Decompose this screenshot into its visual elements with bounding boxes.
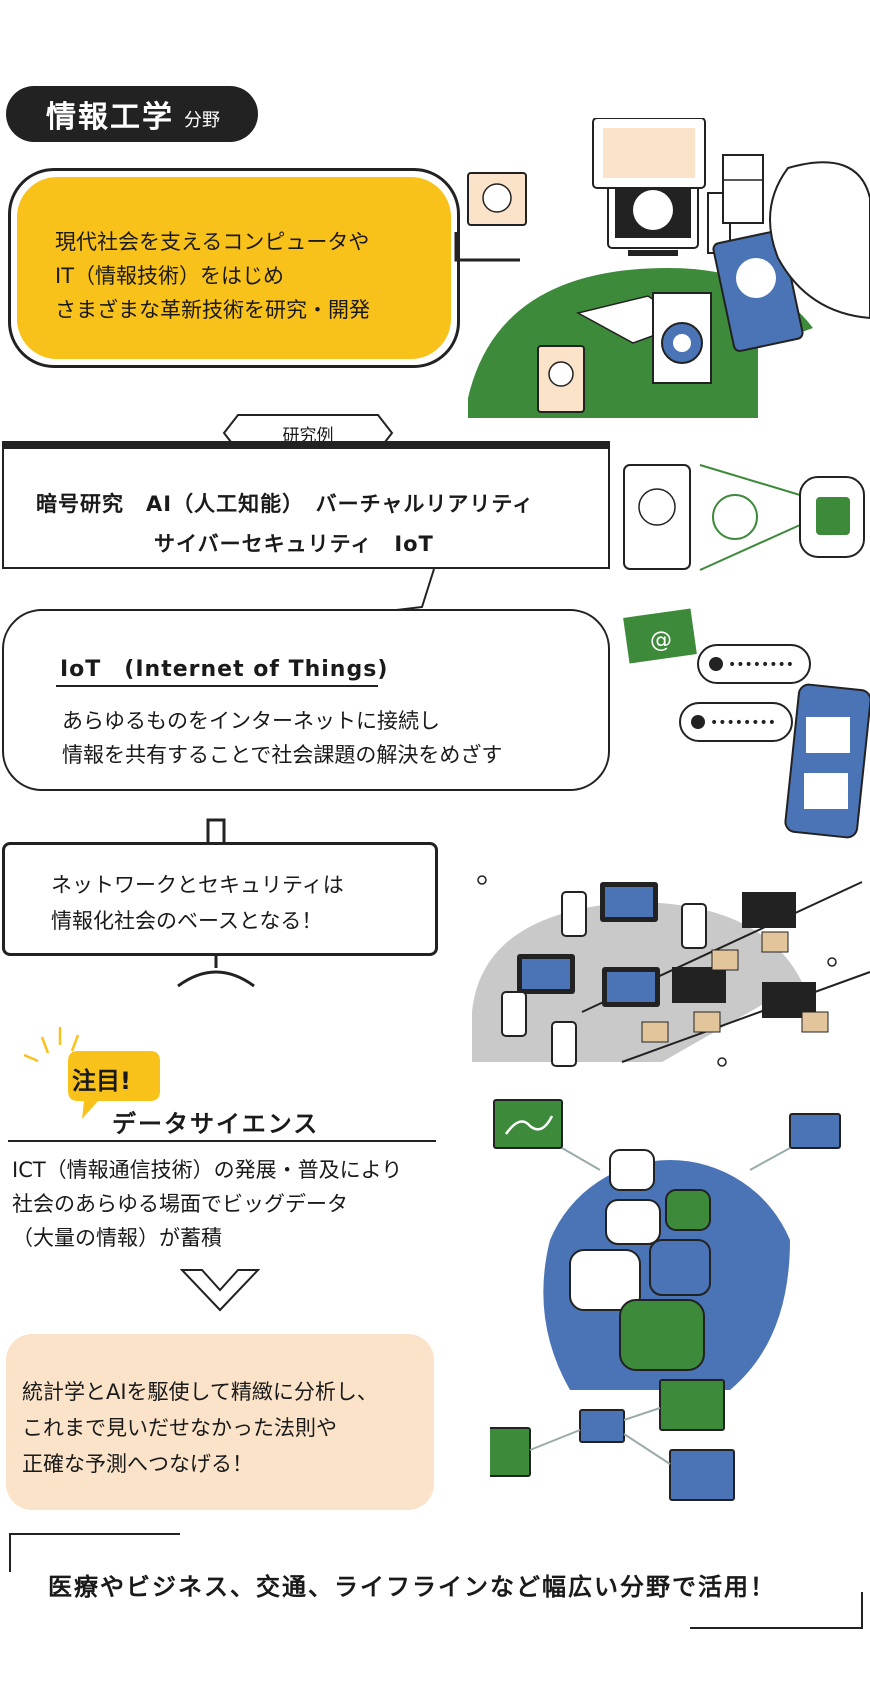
- attention-badge-text: 注目!: [72, 1067, 131, 1095]
- datascience-result-box: 統計学とAIを駆使して精緻に分析し、 これまで見いだせなかった法則や 正確な予測…: [6, 1334, 434, 1510]
- result-line: これまで見いだせなかった法則や: [22, 1416, 337, 1440]
- tech-globe-illustration: [467, 118, 870, 418]
- svg-text:••••••••: ••••••••: [710, 715, 776, 731]
- iot-body-line: 情報を共有することで社会課題の解決をめざす: [62, 743, 503, 767]
- datascience-body-line: （大量の情報）が蓄積: [12, 1226, 222, 1250]
- wearable-illustration: [623, 464, 865, 571]
- datascience-body-line: 社会のあらゆる場面でビッグデータ: [12, 1192, 348, 1216]
- messaging-illustration: @ •••••••• ••••••••: [623, 608, 870, 839]
- footer-text: 医療やビジネス、交通、ライフラインなど幅広い分野で活用！: [48, 1573, 776, 1601]
- traffic-data-illustration: [490, 1099, 841, 1501]
- intro-bubble: 現代社会を支えるコンピュータや IT（情報技術）をはじめ さまざまな革新技術を研…: [8, 168, 460, 368]
- footer-bracket: [9, 1533, 863, 1629]
- section-title-sub: 分野: [184, 110, 220, 131]
- svg-text:••••••••: ••••••••: [728, 657, 794, 673]
- result-line: 統計学とAIを駆使して精緻に分析し、: [22, 1380, 378, 1404]
- network-line: 情報化社会のベースとなる！: [51, 909, 323, 933]
- research-line-1: 暗号研究 AI（人工知能） バーチャルリアリティ: [36, 492, 535, 516]
- datascience-body-line: ICT（情報通信技術）の発展・普及により: [12, 1158, 403, 1182]
- attention-badge: [23, 1027, 160, 1119]
- network-line: ネットワークとセキュリティは: [51, 873, 344, 897]
- datascience-underline: [8, 1140, 436, 1142]
- iot-heading: IoT (Internet of Things): [60, 657, 389, 682]
- research-line-2: サイバーセキュリティ IoT: [154, 532, 434, 556]
- network-board: ネットワークとセキュリティは 情報化社会のベースとなる！: [2, 842, 438, 956]
- network-illustration: [472, 875, 870, 1067]
- iot-body-line: あらゆるものをインターネットに接続し: [62, 709, 440, 733]
- intro-line: さまざまな革新技術を研究・開発: [55, 298, 370, 322]
- iot-box: IoT (Internet of Things) あらゆるものをインターネットに…: [2, 609, 610, 791]
- research-examples-box: 暗号研究 AI（人工知能） バーチャルリアリティ サイバーセキュリティ IoT: [2, 441, 610, 569]
- datascience-heading: データサイエンス: [112, 1110, 320, 1138]
- intro-line: 現代社会を支えるコンピュータや: [55, 230, 370, 254]
- down-arrow-icon: [180, 1269, 260, 1312]
- bubble-tail: [454, 232, 520, 262]
- datascience-body: ICT（情報通信技術）の発展・普及により 社会のあらゆる場面でビッグデータ （大…: [12, 1153, 402, 1255]
- section-title: 情報工学 分野: [6, 86, 258, 142]
- iot-underline: [56, 685, 378, 687]
- intro-line: IT（情報技術）をはじめ: [55, 264, 285, 288]
- section-title-main: 情報工学: [46, 100, 174, 135]
- svg-text:@: @: [650, 628, 672, 653]
- result-line: 正確な予測へつなげる！: [22, 1452, 253, 1476]
